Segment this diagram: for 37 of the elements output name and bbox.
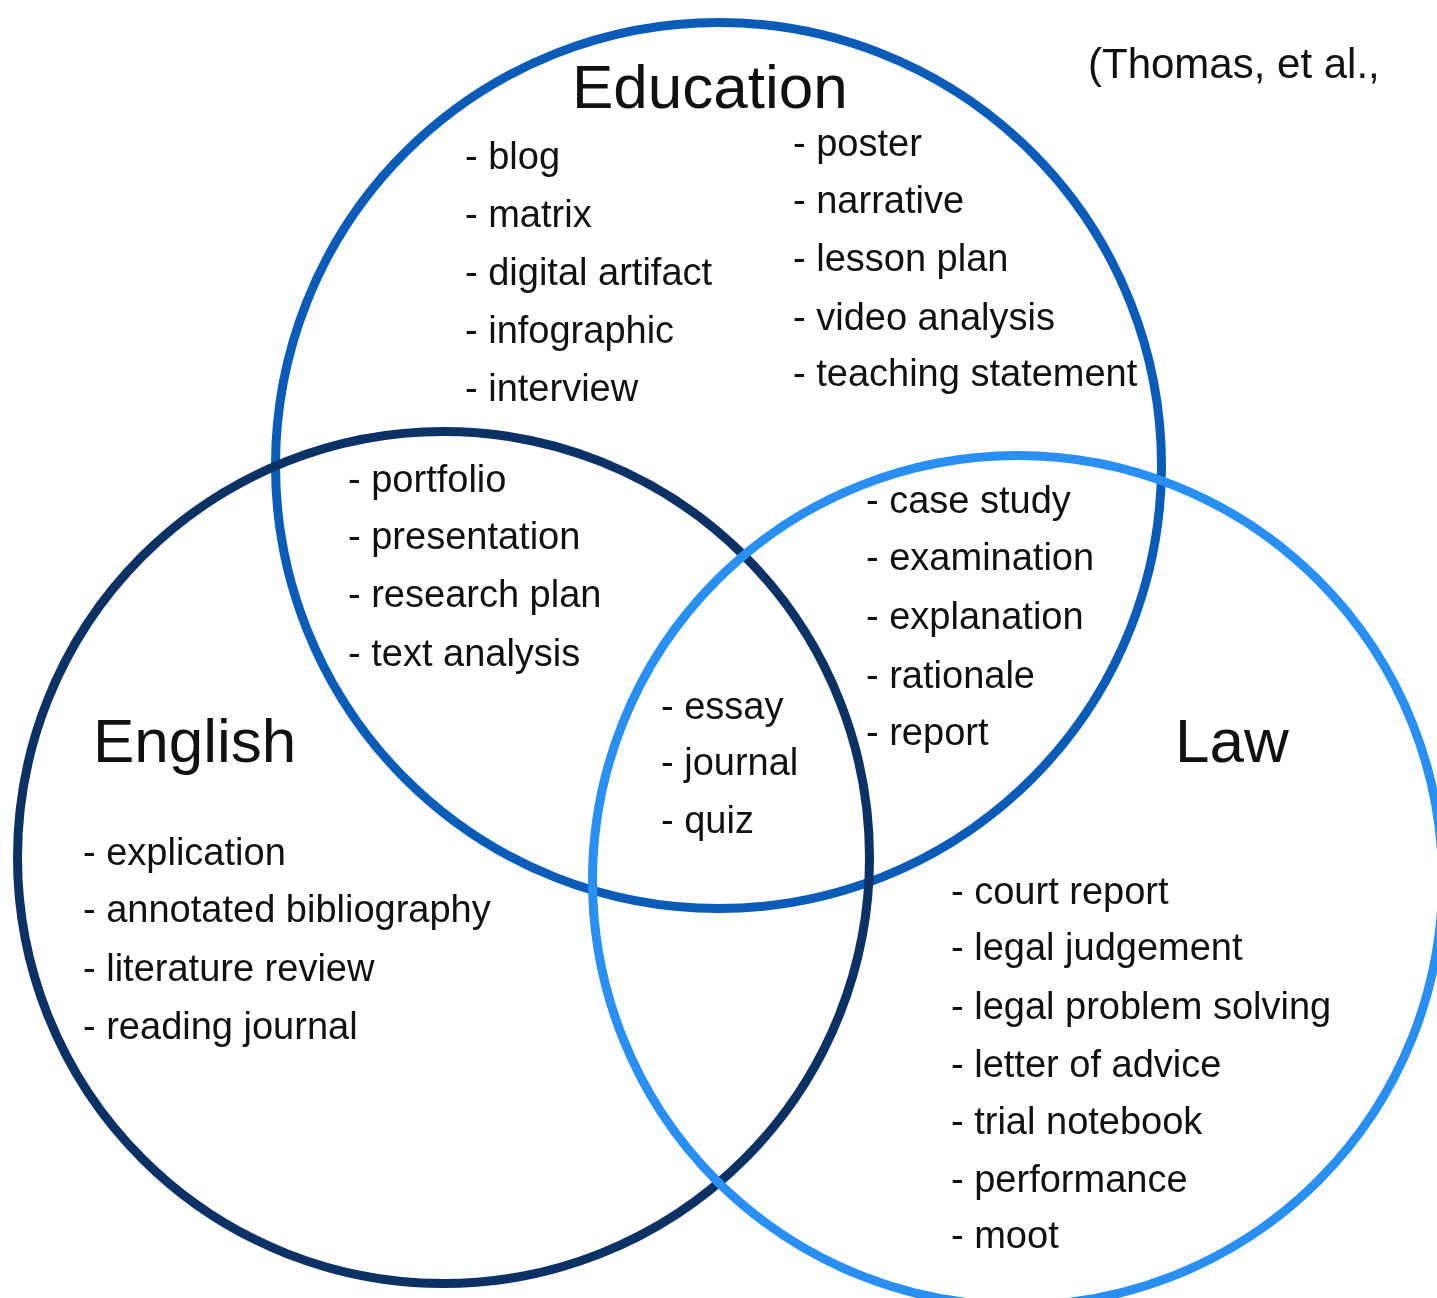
list-item: - trial notebook [951, 1100, 1203, 1144]
list-item: - infographic [465, 309, 675, 353]
list-item: - performance [951, 1158, 1188, 1202]
list-item: - poster [793, 122, 922, 166]
list-item: - digital artifact [465, 251, 713, 295]
set-heading: Law [1175, 704, 1289, 777]
list-item: - quiz [661, 799, 754, 843]
list-item: - court report [951, 870, 1169, 914]
list-item: - portfolio [348, 458, 507, 502]
list-item: - examination [866, 536, 1095, 580]
citation: (Thomas, et al., [1088, 40, 1380, 89]
list-item: - rationale [866, 654, 1035, 698]
list-item: - case study [866, 479, 1071, 523]
list-item: - literature review [83, 947, 375, 991]
list-item: - matrix [465, 193, 592, 237]
list-item: - narrative [793, 179, 965, 223]
list-item: - explication [83, 831, 286, 875]
list-item: - legal problem solving [951, 985, 1332, 1029]
list-item: - moot [951, 1214, 1059, 1258]
list-item: - presentation [348, 515, 581, 559]
list-item: - annotated bibliography [83, 888, 491, 932]
list-item: - teaching statement [793, 351, 1139, 396]
list-item: - report [866, 711, 989, 755]
set-heading: English [93, 704, 297, 777]
list-item: - reading journal [83, 1005, 358, 1049]
list-item: - legal judgement [951, 926, 1243, 970]
list-item: - text analysis [348, 632, 581, 676]
list-item: - lesson plan [793, 237, 1009, 281]
list-item: - essay [661, 685, 784, 729]
list-item: - blog [465, 135, 561, 179]
set-heading: Education [572, 50, 848, 123]
list-item: - explanation [866, 595, 1084, 639]
list-item: - research plan [348, 573, 602, 617]
list-item: - video analysis [793, 296, 1055, 340]
list-item: - letter of advice [951, 1043, 1222, 1087]
list-item: - journal [661, 741, 799, 785]
list-item: - interview [465, 367, 639, 411]
